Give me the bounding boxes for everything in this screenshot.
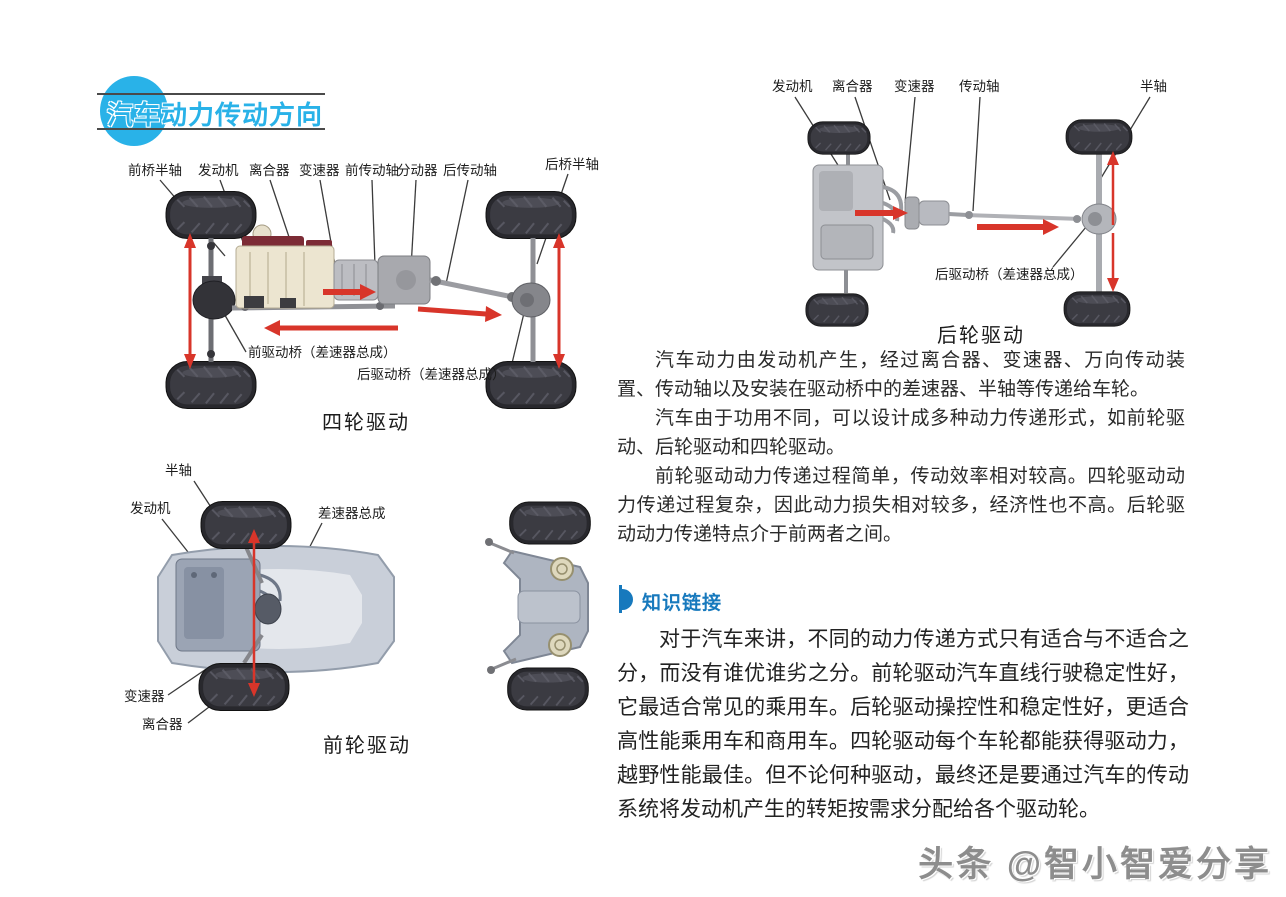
paragraph-comparison: 前轮驱动动力传递过程简单，传动效率相对较高。四轮驱动动力传递过程复杂，因此动力损… bbox=[617, 466, 1185, 545]
label-engine: 发动机 bbox=[772, 79, 813, 94]
label-clutch: 离合器 bbox=[142, 717, 183, 732]
title-rule-bottom bbox=[97, 128, 325, 130]
body-text: 汽车动力由发动机产生，经过离合器、变速器、万向传动装置、传动轴以及安装在驱动桥中… bbox=[617, 346, 1185, 549]
label-rear-drive-axle: 后驱动桥（差速器总成） bbox=[357, 367, 506, 382]
caption-front-wheel-drive: 前轮驱动 bbox=[323, 735, 411, 757]
rear-driveshaft bbox=[429, 276, 519, 302]
label-front-driveshaft: 前传动轴 bbox=[345, 163, 399, 178]
engine-block bbox=[812, 150, 904, 293]
label-engine: 发动机 bbox=[130, 501, 171, 516]
paragraph-drive-forms: 汽车由于功用不同，可以设计成多种动力传递形式，如前轮驱动、后轮驱动和四轮驱动。 bbox=[617, 408, 1185, 458]
knowledge-link-text: 对于汽车来讲，不同的动力传递方式只有适合与不适合之分，而没有谁优谁劣之分。前轮驱… bbox=[617, 622, 1189, 826]
label-front-drive-axle: 前驱动桥（差速器总成） bbox=[248, 345, 397, 360]
label-gearbox: 变速器 bbox=[299, 163, 340, 178]
title-rule-top bbox=[97, 93, 325, 95]
figure-four-wheel-drive: 前桥半轴 发动机 离合器 变速器 前传动轴 分动器 后传动轴 后桥半轴 前驱动桥… bbox=[110, 148, 620, 448]
front-axle bbox=[192, 238, 236, 362]
rear-suspension-view bbox=[485, 501, 592, 711]
label-clutch: 离合器 bbox=[832, 79, 873, 94]
rear-wheel-drive-drawing bbox=[794, 96, 1151, 327]
caption-four-wheel-drive: 四轮驱动 bbox=[322, 412, 410, 434]
label-transfer-case: 分动器 bbox=[397, 163, 438, 178]
caption-rear-wheel-drive: 后轮驱动 bbox=[937, 325, 1025, 347]
knowledge-link-title: 知识链接 bbox=[642, 593, 723, 614]
label-engine: 发动机 bbox=[198, 163, 239, 178]
knowledge-link-icon bbox=[619, 585, 635, 613]
rear-axle bbox=[1081, 152, 1117, 293]
power-flow-arrows bbox=[184, 233, 565, 369]
paragraph-power-path: 汽车动力由发动机产生，经过离合器、变速器、万向传动装置、传动轴以及安装在驱动桥中… bbox=[617, 350, 1185, 400]
title-badge-circle bbox=[100, 76, 168, 146]
label-rear-driveshaft: 后传动轴 bbox=[443, 163, 497, 178]
engine-block bbox=[175, 558, 282, 652]
label-front-axle-halfshaft: 前桥半轴 bbox=[128, 163, 182, 178]
label-gearbox: 变速器 bbox=[124, 689, 165, 704]
power-flow-arrows bbox=[855, 151, 1119, 292]
label-gearbox: 变速器 bbox=[894, 79, 935, 94]
knowledge-paragraph: 对于汽车来讲，不同的动力传递方式只有适合与不适合之分，而没有谁优谁劣之分。前轮驱… bbox=[617, 627, 1189, 821]
figure-front-wheel-drive: 半轴 发动机 差速器总成 变速器 离合器 前轮驱动 bbox=[110, 455, 620, 765]
engine-block bbox=[235, 224, 335, 309]
label-rear-axle-halfshaft: 后桥半轴 bbox=[545, 157, 599, 172]
page-title: 汽车动力传动方向 bbox=[107, 100, 324, 130]
figure-rear-wheel-drive: 发动机 离合器 变速器 传动轴 半轴 后驱动桥（差速器总成） 后轮驱动 bbox=[755, 75, 1195, 347]
power-flow-arrows bbox=[248, 529, 260, 697]
rear-axle bbox=[511, 238, 551, 362]
label-halfshaft: 半轴 bbox=[165, 463, 192, 478]
four-wheel-drive-drawing bbox=[159, 173, 577, 410]
propeller-shaft bbox=[964, 211, 1082, 223]
label-driveshaft: 传动轴 bbox=[959, 79, 1000, 94]
clutch-and-gearbox bbox=[904, 196, 968, 230]
label-rear-drive-axle: 后驱动桥（差速器总成） bbox=[935, 267, 1084, 282]
gearbox-and-transfer-case bbox=[333, 255, 431, 305]
watermark: 头条 @智小智爱分享 bbox=[918, 845, 1272, 884]
front-wheel-drive-drawing bbox=[157, 480, 592, 724]
label-clutch: 离合器 bbox=[249, 163, 290, 178]
label-halfshaft: 半轴 bbox=[1140, 79, 1167, 94]
label-differential: 差速器总成 bbox=[318, 506, 386, 521]
